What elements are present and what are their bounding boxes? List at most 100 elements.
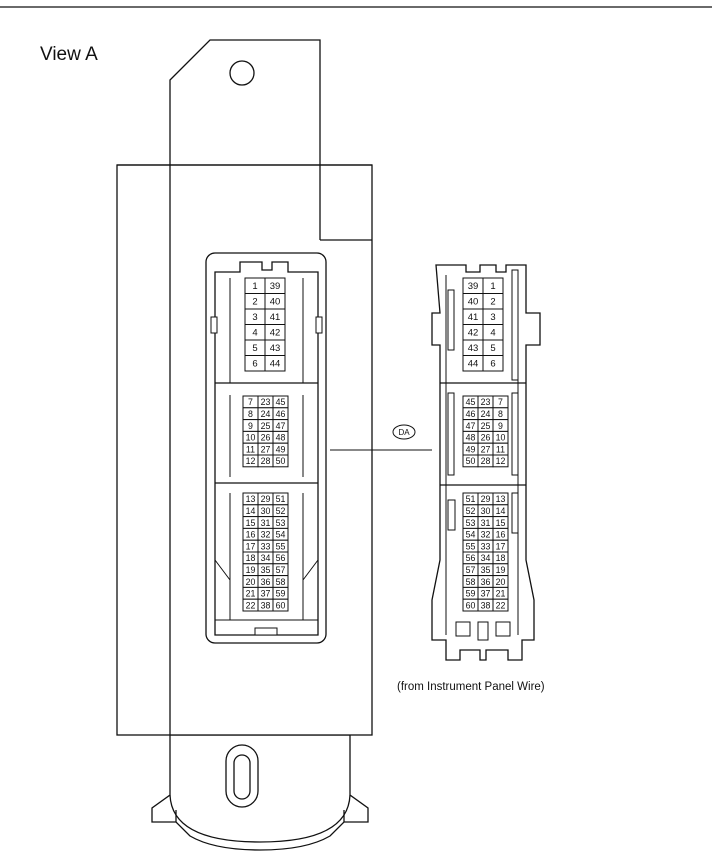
ecu-pin-39: 39 bbox=[270, 281, 281, 292]
harness-pin-15: 15 bbox=[496, 518, 506, 528]
harness-pin-35: 35 bbox=[481, 565, 491, 575]
ecu-pin-24: 24 bbox=[261, 409, 271, 419]
ecu-pin-17: 17 bbox=[246, 541, 256, 551]
ecu-pin-34: 34 bbox=[261, 553, 271, 563]
ecu-pin-38: 38 bbox=[261, 600, 271, 610]
ecu-pin-16: 16 bbox=[246, 530, 256, 540]
harness-pin-13: 13 bbox=[496, 494, 506, 504]
harness-cell bbox=[482, 355, 504, 372]
ecu-pin-13: 13 bbox=[246, 494, 256, 504]
ecu-pin-6: 6 bbox=[252, 359, 257, 370]
ecu-pin-33: 33 bbox=[261, 541, 271, 551]
harness-pin-47: 47 bbox=[466, 421, 476, 431]
harness-pin-58: 58 bbox=[466, 577, 476, 587]
ecu-pin-56: 56 bbox=[276, 553, 286, 563]
harness-pin-17: 17 bbox=[496, 541, 506, 551]
ecu-pin-44: 44 bbox=[270, 359, 281, 370]
ecu-pin-32: 32 bbox=[261, 530, 271, 540]
harness-pin-19: 19 bbox=[496, 565, 506, 575]
ecu-pin-1: 1 bbox=[252, 281, 257, 292]
ecu-pin-41: 41 bbox=[270, 312, 281, 323]
harness-cell bbox=[492, 454, 509, 468]
harness-pin-57: 57 bbox=[466, 565, 476, 575]
ecu-pin-53: 53 bbox=[276, 518, 286, 528]
harness-pin-12: 12 bbox=[496, 456, 506, 466]
ecu-pin-29: 29 bbox=[261, 494, 271, 504]
harness-pin-10: 10 bbox=[496, 433, 506, 443]
connector-code-tag: DA bbox=[392, 424, 416, 440]
ecu-pin-52: 52 bbox=[276, 506, 286, 516]
harness-pin-20: 20 bbox=[496, 577, 506, 587]
harness-pin-41: 41 bbox=[468, 312, 479, 323]
harness-pin-43: 43 bbox=[468, 343, 479, 354]
ecu-pin-25: 25 bbox=[261, 421, 271, 431]
harness-pin-14: 14 bbox=[496, 506, 506, 516]
harness-pin-3: 3 bbox=[490, 312, 495, 323]
ecu-pin-11: 11 bbox=[246, 444, 255, 454]
ecu-pin-45: 45 bbox=[276, 397, 286, 407]
harness-pin-60: 60 bbox=[466, 600, 476, 610]
harness-pin-40: 40 bbox=[468, 297, 479, 308]
ecu-cell bbox=[264, 355, 286, 372]
harness-pin-21: 21 bbox=[496, 589, 506, 599]
ecu-pin-2: 2 bbox=[252, 297, 257, 308]
harness-pin-45: 45 bbox=[466, 397, 476, 407]
ecu-pin-27: 27 bbox=[261, 444, 271, 454]
harness-pin-4: 4 bbox=[490, 328, 495, 339]
ecu-pin-30: 30 bbox=[261, 506, 271, 516]
ecu-pin-37: 37 bbox=[261, 589, 271, 599]
harness-pin-7: 7 bbox=[498, 397, 503, 407]
harness-pin-55: 55 bbox=[466, 541, 476, 551]
ecu-pin-47: 47 bbox=[276, 421, 286, 431]
ecu-pin-5: 5 bbox=[252, 343, 257, 354]
ecu-pin-46: 46 bbox=[276, 409, 286, 419]
connector-code: DA bbox=[398, 428, 410, 437]
ecu-cell bbox=[272, 454, 289, 468]
ecu-pin-3: 3 bbox=[252, 312, 257, 323]
ecu-pin-40: 40 bbox=[270, 297, 281, 308]
ecu-pin-7: 7 bbox=[248, 397, 253, 407]
ecu-pin-58: 58 bbox=[276, 577, 286, 587]
ecu-pin-10: 10 bbox=[246, 433, 256, 443]
ecu-pin-19: 19 bbox=[246, 565, 256, 575]
harness-pin-56: 56 bbox=[466, 553, 476, 563]
harness-pin-18: 18 bbox=[496, 553, 506, 563]
ecu-pin-54: 54 bbox=[276, 530, 286, 540]
harness-pin-27: 27 bbox=[481, 444, 491, 454]
harness-pin-9: 9 bbox=[498, 421, 503, 431]
ecu-pin-12: 12 bbox=[246, 456, 256, 466]
ecu-pin-60: 60 bbox=[276, 600, 286, 610]
harness-pin-49: 49 bbox=[466, 444, 476, 454]
ecu-pin-31: 31 bbox=[261, 518, 271, 528]
harness-pin-44: 44 bbox=[468, 359, 479, 370]
ecu-pin-9: 9 bbox=[248, 421, 253, 431]
harness-pin-48: 48 bbox=[466, 433, 476, 443]
harness-pin-50: 50 bbox=[466, 456, 476, 466]
ecu-pin-51: 51 bbox=[276, 494, 286, 504]
harness-pin-33: 33 bbox=[481, 541, 491, 551]
harness-pin-22: 22 bbox=[496, 600, 506, 610]
ecu-pin-15: 15 bbox=[246, 518, 256, 528]
harness-pin-24: 24 bbox=[481, 409, 491, 419]
harness-pin-54: 54 bbox=[466, 530, 476, 540]
harness-pin-2: 2 bbox=[490, 297, 495, 308]
harness-pin-36: 36 bbox=[481, 577, 491, 587]
harness-pin-32: 32 bbox=[481, 530, 491, 540]
ecu-pin-4: 4 bbox=[252, 328, 257, 339]
harness-pin-11: 11 bbox=[496, 444, 505, 454]
harness-pin-30: 30 bbox=[481, 506, 491, 516]
ecu-pin-48: 48 bbox=[276, 433, 286, 443]
harness-pin-34: 34 bbox=[481, 553, 491, 563]
ecu-pin-22: 22 bbox=[246, 600, 256, 610]
ecu-pin-42: 42 bbox=[270, 328, 281, 339]
harness-pin-8: 8 bbox=[498, 409, 503, 419]
ecu-pin-20: 20 bbox=[246, 577, 256, 587]
ecu-pin-36: 36 bbox=[261, 577, 271, 587]
harness-pin-29: 29 bbox=[481, 494, 491, 504]
ecu-pin-8: 8 bbox=[248, 409, 253, 419]
